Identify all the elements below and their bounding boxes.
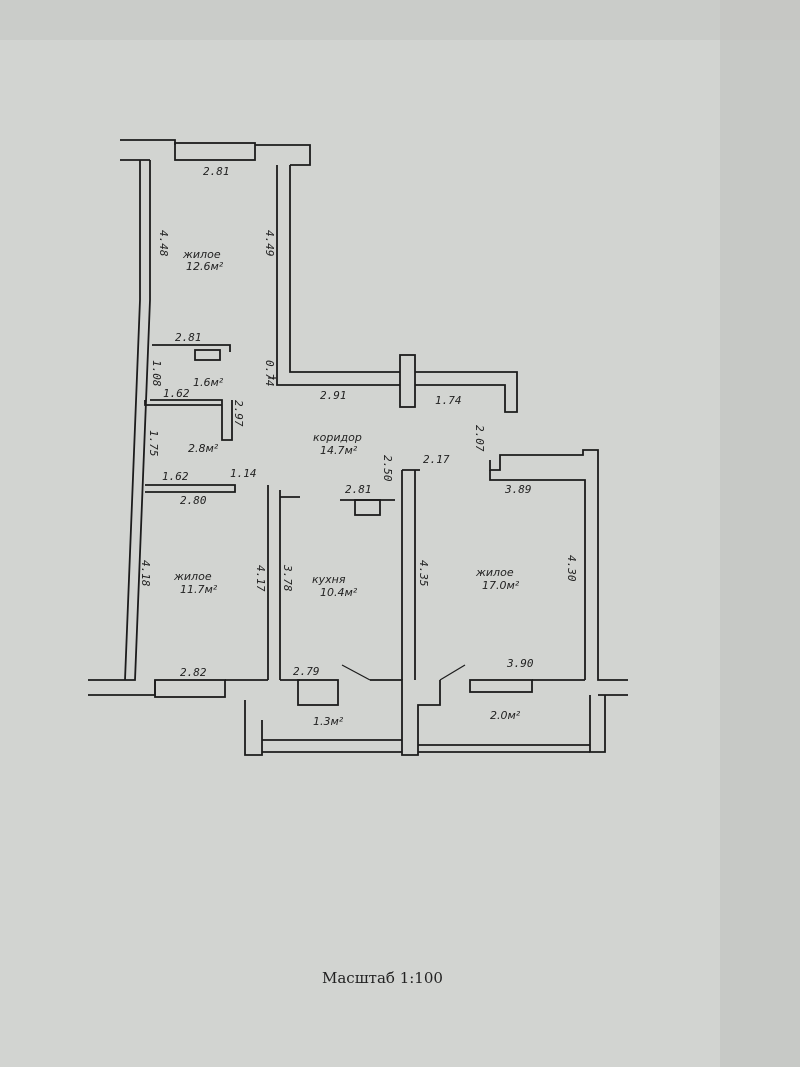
dim-label: 3.90 [506, 657, 534, 670]
dim-label: 4.49 [263, 230, 276, 257]
scale-label: Масштаб 1:100 [322, 969, 443, 987]
room-living3-name: жилое [475, 566, 514, 579]
dim-label: 1.75 [147, 430, 160, 457]
dim-label: 1.62 [163, 387, 190, 400]
dimension-labels: 2.81 4.48 4.49 2.81 1.08 1.62 0.74 2.91 … [139, 165, 578, 679]
room-living1-area: 12.6м² [186, 260, 224, 273]
paper-top-shadow [0, 0, 800, 40]
room-kitchen-name: кухня [312, 573, 346, 586]
dim-label: 1.08 [150, 360, 163, 387]
room-living3-area: 17.0м² [482, 579, 520, 592]
room-balcony2-area: 2.0м² [490, 709, 521, 722]
dim-label: 0.74 [263, 360, 276, 387]
room-corridor-area: 14.7м² [320, 444, 358, 457]
dim-label: 4.35 [417, 560, 430, 587]
dim-label: 3.78 [281, 564, 294, 592]
dim-label: 2.81 [345, 483, 372, 496]
dim-label: 4.17 [254, 565, 267, 592]
dim-label: 1.14 [230, 467, 257, 480]
dim-label: 4.48 [157, 230, 170, 257]
dim-label: 4.18 [139, 560, 152, 587]
dim-label: 2.81 [203, 165, 230, 178]
room-kitchen-area: 10.4м² [320, 586, 358, 599]
room-labels: жилое 12.6м² 1.6м² 2.8м² коридор 14.7м² … [173, 248, 521, 728]
dim-label: 2.97 [232, 400, 245, 427]
dim-label: 2.82 [180, 666, 207, 679]
dim-label: 2.50 [381, 455, 394, 482]
room-balcony1-area: 1.3м² [313, 715, 344, 728]
room-living1-name: жилое [182, 248, 221, 261]
dim-label: 2.79 [293, 665, 320, 678]
dim-label: 4.30 [565, 555, 578, 582]
dim-label: 2.81 [175, 331, 202, 344]
dim-label: 1.62 [162, 470, 189, 483]
room-living2-name: жилое [173, 570, 212, 583]
paper-fold-shadow [720, 0, 800, 1067]
dim-label: 2.17 [423, 453, 450, 466]
room-storage1-area: 1.6м² [193, 376, 224, 389]
walls [88, 139, 628, 756]
dim-label: 2.91 [320, 389, 347, 402]
dim-label: 1.74 [435, 394, 462, 407]
dim-label: 2.07 [473, 425, 486, 452]
room-corridor-name: коридор [313, 431, 362, 444]
room-storage2-area: 2.8м² [188, 442, 219, 455]
room-living2-area: 11.7м² [180, 583, 218, 596]
dim-label: 2.80 [180, 494, 207, 507]
dim-label: 3.89 [504, 483, 532, 496]
